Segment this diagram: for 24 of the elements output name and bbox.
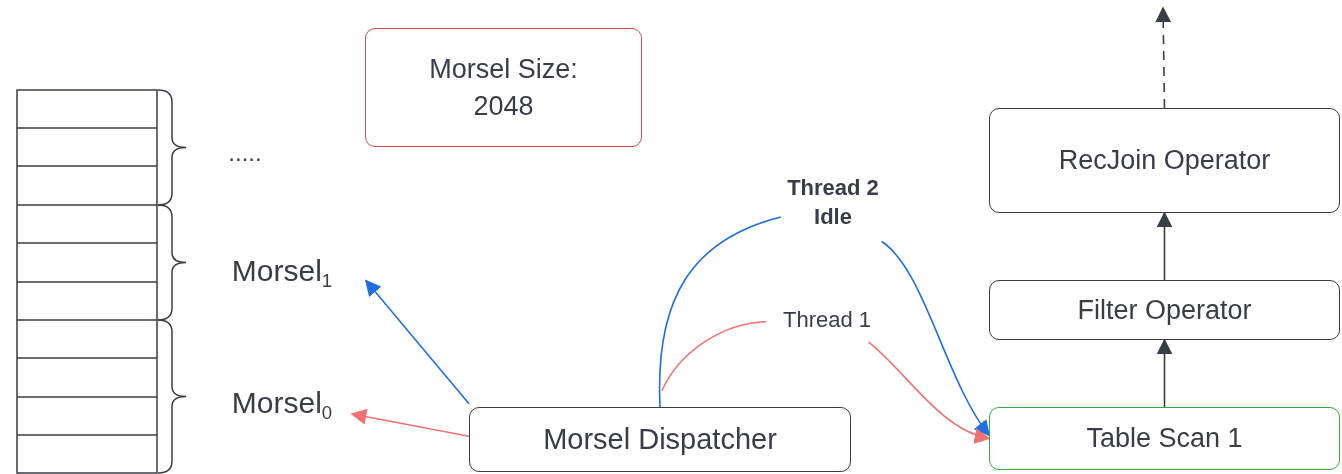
ellipsis-label: .....: [228, 138, 262, 169]
box-label: Table Scan 1: [1085, 422, 1244, 456]
arrow: [350, 408, 470, 438]
morsel-label: Morsel$_{0}$: [231, 385, 333, 425]
arrow: [1155, 6, 1172, 109]
box-label: Morsel Size: 2048: [428, 53, 579, 123]
arrow: [1156, 211, 1173, 281]
operator-box: [989, 108, 1340, 213]
connector-line: [661, 320, 767, 392]
operator-box: [989, 280, 1340, 340]
box-label: Filter Operator: [1076, 293, 1253, 327]
note-box: [365, 28, 642, 147]
box-label: RecJoin Operator: [1057, 144, 1272, 178]
process-box: [469, 407, 851, 472]
box-label: Morsel Dispatcher: [542, 421, 778, 457]
thread-label: Thread 2 Idle: [786, 174, 880, 231]
connector-line: [658, 216, 782, 408]
morsel-label: Morsel$_{1}$: [231, 253, 333, 293]
arrow: [867, 341, 991, 443]
arrow: [1156, 338, 1173, 408]
arrow: [364, 279, 470, 405]
arrow: [880, 240, 990, 437]
thread-label: Thread 1: [782, 305, 872, 334]
operator-box: [989, 407, 1340, 470]
